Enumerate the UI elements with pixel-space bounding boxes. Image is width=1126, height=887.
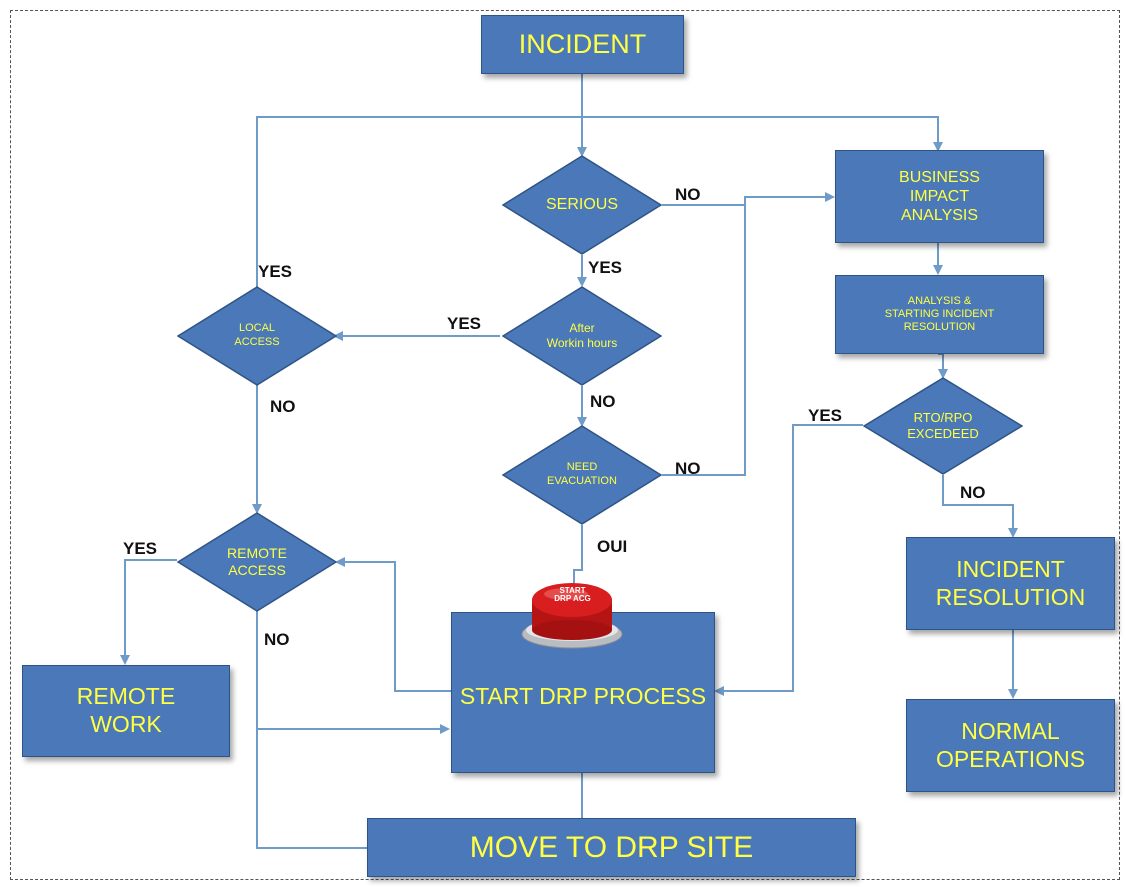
- rto-no-label: NO: [960, 483, 986, 502]
- remote-yes-label: YES: [123, 539, 158, 558]
- local-no-label: NO: [270, 397, 296, 416]
- edge-rto-yes: [714, 424, 863, 696]
- incident-text: INCIDENT: [518, 29, 647, 60]
- edge-serious-no: [662, 192, 835, 206]
- serious-diamond: SERIOUS: [502, 155, 662, 255]
- rto-line-2: EXCEDEED: [907, 426, 979, 441]
- business-impact-box: BUSINESS IMPACT ANALYSIS: [835, 150, 1044, 243]
- start-drp-button-shape: [521, 583, 623, 649]
- resolution-line-2: RESOLUTION: [935, 583, 1086, 610]
- move-drp-text: MOVE TO DRP SITE: [469, 830, 754, 864]
- rto-yes-label: YES: [808, 406, 843, 425]
- resolution-line-1: INCIDENT: [956, 555, 1065, 582]
- local-line-1: LOCAL: [238, 322, 276, 335]
- evac-line-1: NEED: [566, 461, 598, 474]
- local-line-2: ACCESS: [234, 336, 280, 348]
- remote-access-diamond: REMOTE ACCESS: [177, 512, 337, 612]
- after-line-2: Workin hours: [546, 336, 618, 350]
- remote-work-line-1: REMOTE: [76, 683, 176, 710]
- business-line-2: IMPACT: [909, 187, 970, 205]
- button-text-2: DRP ACG: [554, 594, 591, 604]
- business-line-1: BUSINESS: [899, 168, 980, 186]
- analysis-resolution-box: ANALYSIS & STARTING INCIDENT RESOLUTION: [835, 275, 1044, 354]
- incident-box: INCIDENT: [481, 15, 684, 74]
- normal-line-1: NORMAL: [961, 717, 1060, 744]
- start-drp-button[interactable]: START DRP ACG: [520, 576, 625, 654]
- after-yes-label: YES: [447, 314, 482, 333]
- local-access-diamond: LOCAL ACCESS: [177, 286, 337, 386]
- business-line-3: ANALYSIS: [900, 207, 979, 225]
- evac-oui-label: OUI: [597, 537, 628, 556]
- rto-line-1: RTO/RPO: [913, 409, 973, 425]
- rto-rpo-diamond: RTO/RPO EXCEDEED: [863, 377, 1023, 475]
- remote-no-label: NO: [264, 630, 290, 649]
- diagram-frame: [10, 10, 1120, 880]
- move-drp-box: MOVE TO DRP SITE: [367, 818, 856, 877]
- edge-remote-no: [256, 610, 367, 849]
- need-evacuation-diamond: NEED EVACUATION: [502, 425, 662, 525]
- remote-work-box: REMOTE WORK: [22, 665, 230, 757]
- evac-no-label: NO: [675, 459, 701, 478]
- edge-rto-no: [942, 475, 1018, 538]
- button-text-1: START: [559, 586, 586, 595]
- remote-line-1: REMOTE: [227, 544, 287, 561]
- serious-text: SERIOUS: [545, 196, 618, 213]
- remote-line-2: ACCESS: [228, 562, 286, 578]
- edge-analysis-rto: [938, 353, 948, 379]
- edge-top-right: [582, 116, 943, 152]
- edge-start-remote: [335, 557, 452, 692]
- incident-resolution-box: INCIDENT RESOLUTION: [906, 537, 1115, 630]
- normal-line-2: OPERATIONS: [935, 745, 1086, 772]
- analysis-line-2: STARTING INCIDENT: [884, 307, 995, 320]
- evac-line-2: EVACUATION: [547, 475, 617, 487]
- serious-no-label: NO: [675, 185, 701, 204]
- local-yes-label: YES: [258, 262, 293, 281]
- analysis-line-1: ANALYSIS &: [907, 294, 972, 307]
- after-no-label: NO: [590, 392, 616, 411]
- edge-remote-yes: [120, 559, 177, 665]
- edge-evac-no: [662, 205, 746, 476]
- after-line-1: After: [569, 321, 595, 335]
- after-hours-diamond: After Workin hours: [502, 286, 662, 386]
- start-drp-text: START DRP PROCESS: [459, 682, 707, 709]
- analysis-line-3: RESOLUTION: [903, 321, 976, 334]
- remote-work-line-2: WORK: [90, 711, 162, 737]
- normal-operations-box: NORMAL OPERATIONS: [906, 699, 1115, 792]
- serious-yes-label: YES: [588, 258, 623, 277]
